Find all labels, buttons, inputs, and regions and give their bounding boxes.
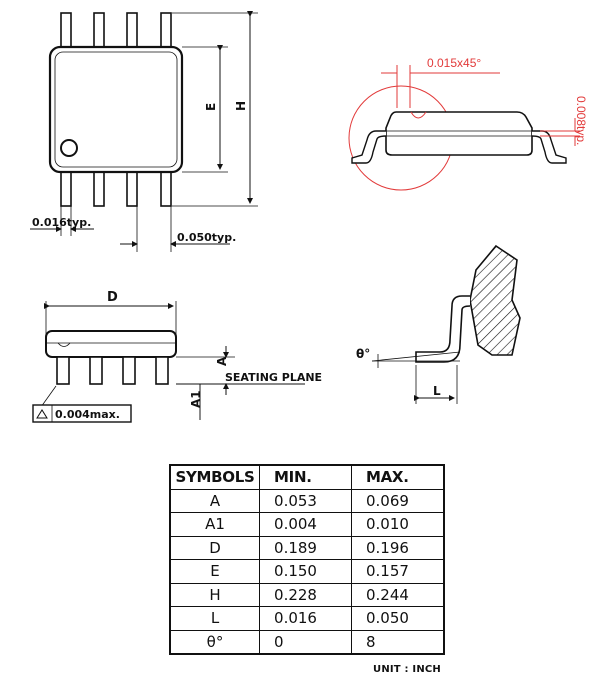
table-row: A1 0.004 0.010	[169, 512, 445, 537]
cell-symbol: L	[169, 606, 261, 631]
header-max: MAX.	[351, 464, 445, 490]
cell-min: 0	[259, 629, 352, 655]
coplanarity-box	[32, 404, 132, 423]
dim-H-label: H	[234, 101, 248, 111]
dim-A1-label: A1	[189, 390, 203, 408]
dim-D-label: D	[107, 290, 118, 305]
cell-symbol: A1	[169, 512, 261, 537]
thickness-label: 0.008typ.	[574, 96, 588, 145]
cell-max: 0.157	[351, 559, 445, 584]
cell-symbol: H	[169, 582, 261, 607]
dim-E-label: E	[204, 103, 218, 111]
cell-symbol: E	[169, 559, 261, 584]
table-row: D 0.189 0.196	[169, 535, 445, 560]
top-view: E H 0.016typ. 0.050typ.	[30, 11, 258, 252]
cell-min: 0.004	[259, 512, 352, 537]
cell-max: 0.196	[351, 535, 445, 560]
table-row: A 0.053 0.069	[169, 488, 445, 513]
table-row: L 0.016 0.050	[169, 606, 445, 631]
cell-symbol: θ°	[169, 629, 261, 655]
table-row: H 0.228 0.244	[169, 582, 445, 607]
header-min: MIN.	[259, 464, 352, 490]
cell-max: 8	[351, 629, 445, 655]
pin1-marker	[60, 139, 78, 157]
cell-min: 0.228	[259, 582, 352, 607]
header-symbols: SYMBOLS	[169, 464, 261, 490]
side-body	[45, 330, 177, 358]
cell-min: 0.053	[259, 488, 352, 513]
top-leads	[60, 12, 172, 48]
coplanarity-label: 0.004max.	[55, 408, 120, 421]
cell-max: 0.244	[351, 582, 445, 607]
dim-A-label: A	[215, 356, 229, 366]
cell-max: 0.050	[351, 606, 445, 631]
cell-min: 0.150	[259, 559, 352, 584]
side-view: D SEATING PLANE A A1 0.004max.	[32, 290, 322, 423]
table-row: E 0.150 0.157	[169, 559, 445, 584]
chamfer-label: 0.015x45°	[427, 56, 481, 70]
cell-max: 0.010	[351, 512, 445, 537]
dimension-table: SYMBOLS MIN. MAX. A 0.053 0.069 A1 0.004…	[169, 464, 445, 655]
cell-min: 0.189	[259, 535, 352, 560]
table-header-row: SYMBOLS MIN. MAX.	[169, 464, 445, 490]
lead-view: θ° L	[356, 244, 521, 404]
cell-symbol: D	[169, 535, 261, 560]
unit-note: UNIT : INCH	[373, 664, 441, 675]
dim-L-label: L	[433, 384, 441, 398]
detail-view: 0.015x45° 0.008typ.	[348, 56, 588, 191]
lead-pitch-label: 0.050typ.	[177, 231, 236, 244]
table-row: θ° 0 8	[169, 629, 445, 655]
cell-symbol: A	[169, 488, 261, 513]
cell-max: 0.069	[351, 488, 445, 513]
package-body	[48, 45, 184, 174]
lead-width-label: 0.016typ.	[32, 216, 91, 229]
angle-label: θ°	[356, 347, 370, 361]
bottom-leads	[60, 171, 172, 207]
cell-min: 0.016	[259, 606, 352, 631]
seating-plane-label: SEATING PLANE	[225, 371, 322, 384]
side-leads	[56, 356, 169, 385]
